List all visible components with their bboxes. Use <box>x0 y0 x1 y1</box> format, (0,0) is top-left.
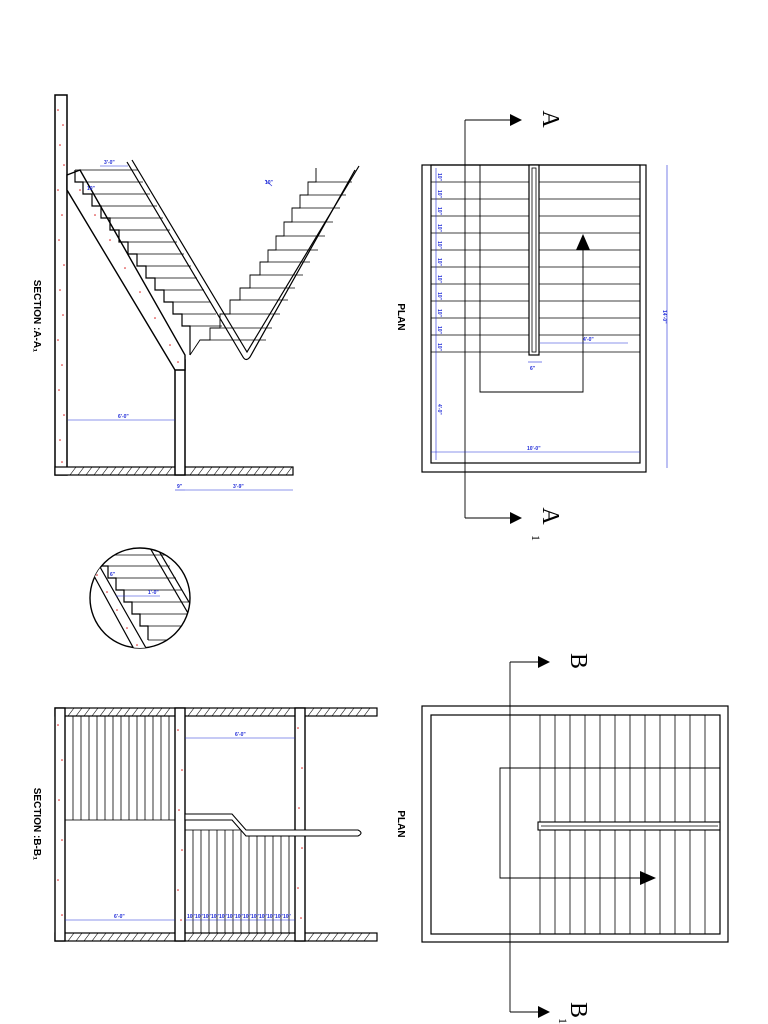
section-mark-b: B <box>565 653 591 669</box>
tread-dim: 10" <box>436 190 442 199</box>
section-mark-b1: B <box>565 1002 591 1018</box>
section-b-lower-flight <box>184 829 296 934</box>
dim-riser-right: 10" <box>265 180 274 186</box>
tread-dim: 10" <box>436 309 442 318</box>
plan-bottom-title: PLAN <box>395 810 406 837</box>
plan-top-center-rail <box>528 164 540 356</box>
plan-bottom-walk-line <box>499 767 720 879</box>
dim-section-base: 3'-9" <box>233 484 244 490</box>
plan-top-title: PLAN <box>395 303 406 330</box>
cut-a1-arrow-icon <box>510 512 522 524</box>
section-a-drawing: 6'-0" 9" 3'-9" 3'-0" 10" 10" SECTION :A-… <box>31 94 360 491</box>
cut-b1-arrow-icon <box>538 1006 550 1018</box>
tread-dim: 10" <box>203 914 212 920</box>
tread-dim: 10" <box>275 914 284 920</box>
section-b-tread-dims: 10" 10" 10" 10" 10" 10" 10" 10" 10" 10" … <box>187 914 292 920</box>
plan-top-tread-dims: 10" 10" 10" 10" 10" 10" 10" 10" 10" 10" … <box>436 173 442 352</box>
tread-dim: 10" <box>283 914 292 920</box>
tread-dim: 10" <box>436 173 442 182</box>
dim-section-b-width: 6'-0" <box>235 732 246 738</box>
walk-arrow-icon <box>640 871 656 885</box>
section-b-drawing: 6'-0" 6'-0" 10" 10" 10" 10" 10" 10" 10" … <box>31 707 378 942</box>
section-b-wall-right <box>294 707 306 942</box>
dim-landing-width: 4'-0" <box>583 337 594 343</box>
tread-dim: 10" <box>267 914 276 920</box>
tread-dim: 10" <box>227 914 236 920</box>
tread-dim: 10" <box>436 326 442 335</box>
cut-b-arrow-icon <box>538 656 550 668</box>
detail-handrail-2 <box>155 548 190 615</box>
section-b-title: SECTION :B-B₁ <box>31 788 42 860</box>
section-a-floor-slab <box>54 466 294 476</box>
handrail-inner <box>131 159 360 354</box>
left-flight-steps <box>74 170 191 355</box>
tread-dim: 10" <box>251 914 260 920</box>
floor-hatching <box>69 466 293 476</box>
waist-slab <box>66 169 186 371</box>
slab-dots <box>79 189 179 363</box>
tread-dim: 10" <box>436 224 442 233</box>
dim-plan-length: 10'-0" <box>527 446 541 452</box>
section-a-title: SECTION :A-A₁ <box>31 280 42 352</box>
tread-dim: 10" <box>436 241 442 250</box>
tread-dim: 10" <box>259 914 268 920</box>
tread-dim: 10" <box>436 275 442 284</box>
dim-plan-width: 14'-0" <box>661 310 667 324</box>
cut-a-arrow-icon <box>510 114 522 126</box>
right-flight-steps <box>189 168 317 356</box>
section-mark-a1: A <box>537 507 563 525</box>
section-b-wall-left <box>54 707 66 942</box>
plan-top-center-rail-inner <box>531 167 537 353</box>
dim-section-width: 6'-0" <box>118 414 129 420</box>
section-a-center-post <box>174 359 186 476</box>
tread-dim: 10" <box>211 914 220 920</box>
tread-dim: 10" <box>235 914 244 920</box>
stair-detail: 1'-0" 6" <box>89 547 191 649</box>
detail-dim-riser: 6" <box>110 572 116 578</box>
tread-dim: 10" <box>436 343 442 352</box>
section-mark-a: A <box>537 110 563 128</box>
dim-riser: 10" <box>87 186 96 192</box>
section-b-dim-lines <box>65 737 295 921</box>
tread-dim: 10" <box>436 292 442 301</box>
plan-bottom-drawing: B B 1 PLAN <box>395 653 729 1024</box>
handrail-outer <box>126 161 356 361</box>
right-flight-treads <box>210 181 352 341</box>
dim-top-tread: 3'-0" <box>104 160 115 166</box>
tread-dim: 10" <box>219 914 228 920</box>
dim-landing: 4'-0" <box>436 404 442 415</box>
plan-top-drawing: A A 1 10" 10" 10" 10" 10" 10" 10" 10" 10… <box>395 110 668 541</box>
tread-dim: 10" <box>436 258 442 267</box>
left-flight-treads <box>75 169 222 327</box>
concrete-dots <box>57 109 65 463</box>
section-b-wall-middle <box>174 707 186 942</box>
section-b-handrail <box>184 813 362 837</box>
plan-top-dim-lines <box>431 165 668 468</box>
section-mark-b1-sub: 1 <box>556 1018 570 1024</box>
dim-wall: 9" <box>177 484 183 490</box>
tread-dim: 10" <box>195 914 204 920</box>
section-b-upper-flight <box>64 715 176 821</box>
detail-slab-dots <box>96 574 138 646</box>
plan-top-walk-line <box>479 165 584 393</box>
section-a-dim-lines <box>68 165 293 491</box>
tread-dim: 10" <box>243 914 252 920</box>
dim-section-b-lower: 6'-0" <box>114 914 125 920</box>
tread-dim: 10" <box>436 207 442 216</box>
section-mark-a1-sub: 1 <box>529 535 543 541</box>
section-b-hatching <box>67 707 371 942</box>
detail-dim-tread: 1'-0" <box>148 590 159 596</box>
plan-bottom-outer <box>421 705 729 943</box>
dim-handrail-gap: 6" <box>530 366 536 372</box>
tread-dim: 10" <box>187 914 196 920</box>
section-a-left-wall <box>54 94 68 476</box>
section-b-dots <box>57 724 303 921</box>
detail-handrail <box>149 548 190 621</box>
detail-circle <box>89 547 191 649</box>
up-arrow-icon <box>576 234 590 250</box>
